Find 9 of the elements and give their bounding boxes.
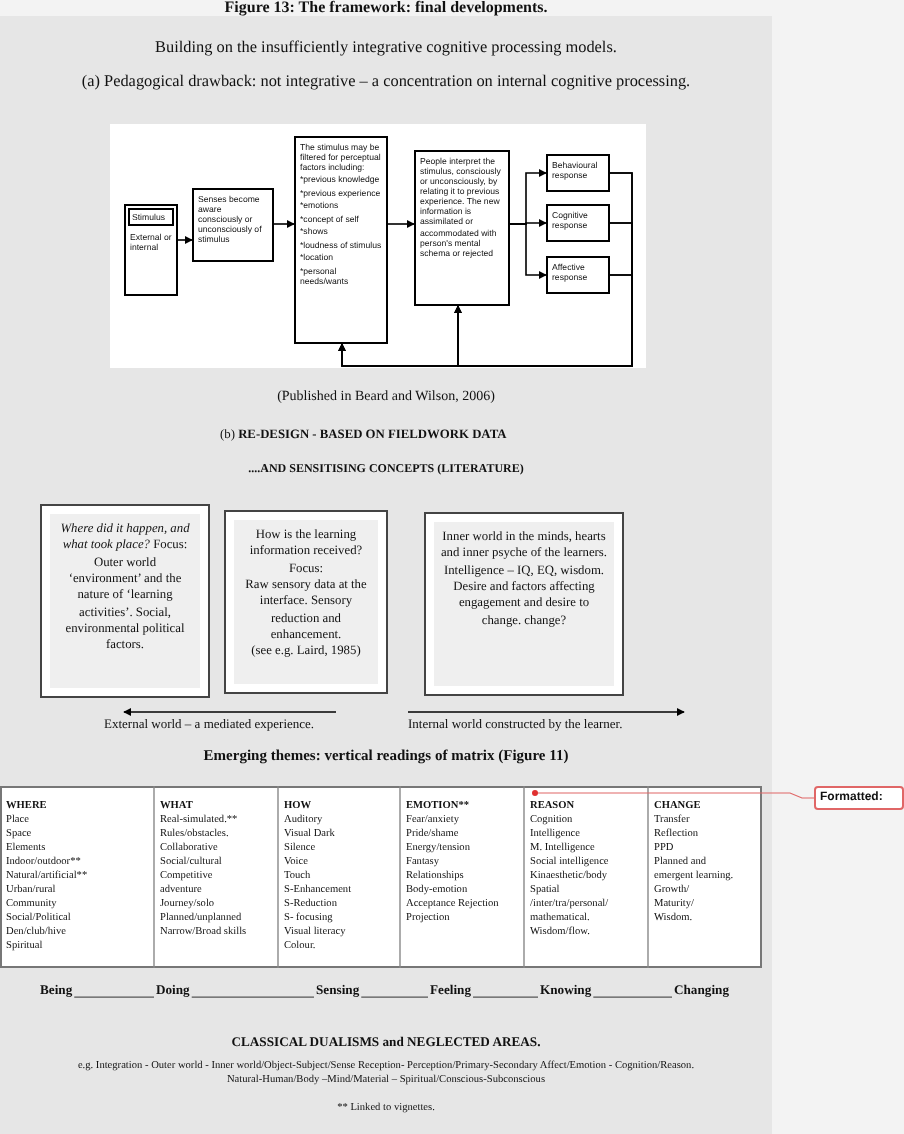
arrow xyxy=(177,236,193,244)
figure-title: Figure 13: The framework: final developments. xyxy=(222,0,550,17)
circle-shape xyxy=(532,790,538,796)
subtitle: (a) Pedagogical drawback: not integrative – a concentration on internal cognitive processing. xyxy=(79,72,693,91)
arrow xyxy=(273,220,295,228)
subtitle: Building on the insufficiently integrative cognitive processing models. xyxy=(153,38,619,57)
arrow xyxy=(509,223,547,279)
arrow xyxy=(454,274,633,367)
arrow xyxy=(387,220,415,228)
